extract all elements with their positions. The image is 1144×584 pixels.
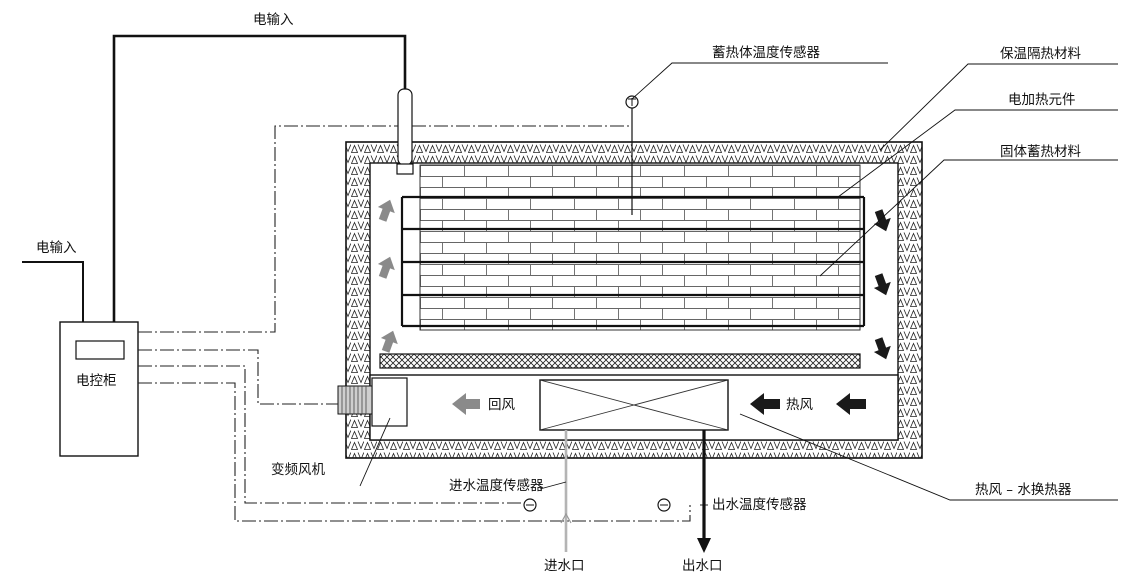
leader-lines	[359, 62, 1118, 506]
power-input-left-label: 电输入	[36, 240, 77, 256]
vfd-fan-label: 变频风机	[271, 462, 325, 478]
solid-storage-label: 固体蓄热材料	[1000, 144, 1081, 160]
heater-label: 电加热元件	[1008, 92, 1076, 108]
water-outlet-label: 出水口	[682, 558, 723, 574]
inlet-sensor-label: 进水温度传感器	[449, 477, 544, 494]
outlet-sensor-label: 出水温度传感器	[712, 496, 807, 513]
inlet-temp-sensor-icon	[523, 498, 537, 512]
electric-heating-elements	[400, 195, 866, 328]
heat-exchanger	[539, 379, 729, 431]
hot-air-arrow-2	[836, 393, 866, 415]
return-air-label: 回风	[488, 397, 516, 413]
power-input-top-label: 电输入	[253, 12, 294, 28]
solid-storage-body	[419, 164, 861, 331]
separator-plate	[379, 353, 861, 369]
storage-sensor-label: 蓄热体温度传感器	[712, 44, 820, 61]
insulation-label: 保温隔热材料	[1000, 46, 1081, 62]
water-inlet-label: 进水口	[544, 558, 585, 574]
control-cabinet	[59, 321, 139, 457]
vfd-fan	[337, 377, 408, 427]
down-arrows	[873, 209, 891, 360]
outlet-temp-sensor-icon	[657, 498, 671, 512]
return-air-arrow	[452, 393, 480, 415]
water-pipes	[560, 430, 711, 553]
power-line-top	[112, 34, 414, 322]
hot-air-label: 热风	[786, 397, 814, 413]
power-line-left	[22, 261, 84, 322]
heat-exchanger-label: 热风 – 水换热器	[975, 482, 1072, 498]
hot-air-arrow-1	[750, 393, 780, 415]
signal-lines	[138, 125, 691, 522]
control-cabinet-label: 电控柜	[76, 373, 117, 389]
storage-sensor-probe	[625, 95, 639, 215]
up-arrows	[377, 199, 398, 353]
